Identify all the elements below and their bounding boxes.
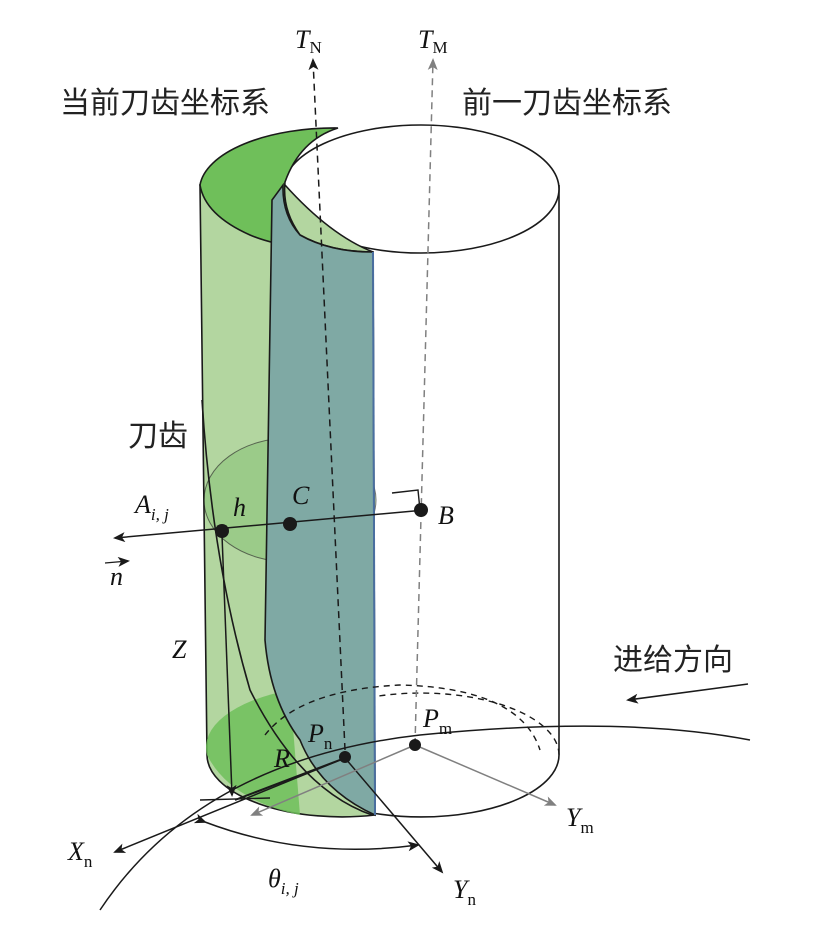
blade-edge — [372, 251, 376, 816]
feed-direction-label: 进给方向 — [613, 643, 733, 678]
yn-label: Yn — [453, 875, 476, 909]
point-b — [414, 503, 428, 517]
radius-line — [234, 757, 346, 801]
c-label: C — [292, 481, 310, 510]
h-label: h — [233, 493, 246, 522]
theta-label: θi, j — [268, 864, 299, 898]
n-label: n — [110, 562, 123, 591]
normal-line — [113, 509, 426, 543]
a-label: Ai, j — [133, 490, 169, 524]
tm-axis — [414, 58, 438, 746]
point-a — [215, 524, 229, 538]
previous-system-label: 前一刀齿坐标系 — [462, 86, 672, 121]
bottom-dashed-arc — [264, 684, 541, 751]
tm-label: TM — [418, 25, 448, 57]
pn-label: Pn — [307, 719, 333, 753]
point-pn — [339, 751, 351, 763]
z-dimension — [216, 524, 237, 797]
theta-arc — [193, 813, 420, 852]
ym-axis — [414, 744, 557, 806]
feed-direction-arrow — [626, 683, 749, 704]
xm-axis — [250, 744, 416, 816]
point-pm — [409, 739, 421, 751]
tangent-line — [199, 797, 271, 801]
z-label: Z — [172, 635, 187, 664]
n-vector-arrow — [104, 556, 130, 567]
tooth-blade — [264, 182, 376, 817]
tooth-label: 刀齿 — [128, 419, 188, 454]
tn-label: TN — [295, 25, 322, 57]
pm-label: Pm — [422, 704, 452, 738]
xn-label: Xn — [67, 837, 93, 871]
ym-label: Ym — [566, 803, 594, 837]
tool-path — [99, 725, 751, 911]
current-cylinder-top — [199, 127, 374, 253]
point-c — [283, 517, 297, 531]
r-label: R — [273, 744, 290, 773]
helix-curve — [201, 399, 373, 816]
current-system-label: 当前刀齿坐标系 — [60, 86, 270, 121]
b-label: B — [438, 501, 454, 530]
